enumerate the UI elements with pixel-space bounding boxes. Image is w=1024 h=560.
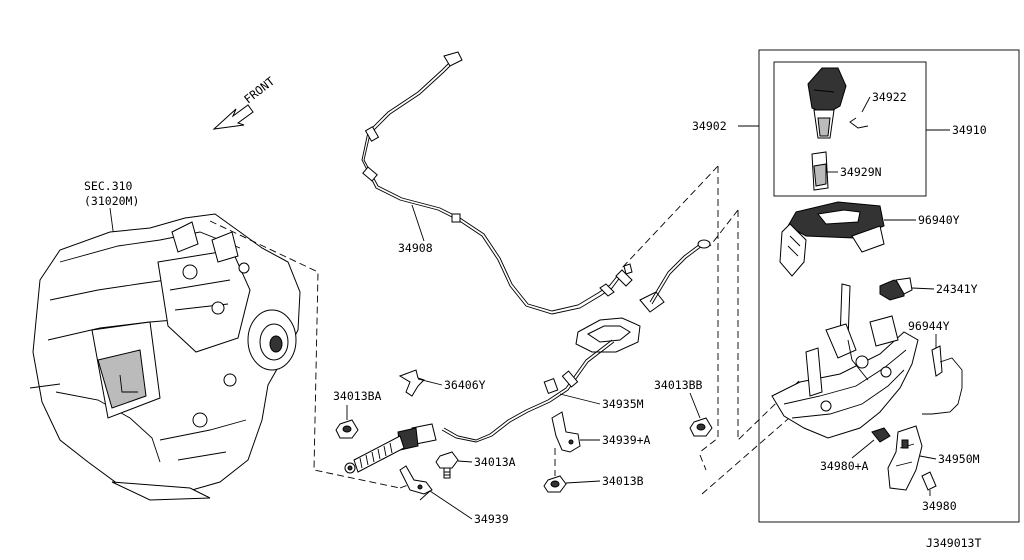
label-34980: 34980	[922, 499, 957, 513]
label-96944Y: 96944Y	[908, 319, 950, 333]
transmission-guide-dash	[209, 220, 401, 489]
shift-knob-drawing	[807, 67, 847, 139]
leader-34013B	[565, 480, 601, 484]
cable-guide-dash-3	[709, 209, 739, 247]
leader-24341Y	[911, 287, 935, 290]
cable-guide-dash-6	[699, 454, 707, 471]
clip-34922-drawing	[849, 117, 869, 129]
label-34013BB: 34013BB	[654, 378, 703, 392]
front-arrow-icon: FRONT	[212, 74, 277, 130]
control-cable-lower-drawing	[344, 239, 711, 474]
label-34980A: 34980+A	[820, 459, 869, 473]
leader-34980A	[851, 439, 875, 459]
leader-34922	[861, 96, 871, 113]
label-34922: 34922	[872, 90, 907, 104]
leader-34935M	[559, 393, 601, 405]
section-ref-line2: (31020M)	[84, 194, 139, 208]
guide-dash-end	[399, 484, 409, 489]
label-34013A: 34013A	[474, 455, 516, 469]
indicator-96940Y-drawing	[779, 201, 885, 277]
leader-34939-b	[419, 490, 431, 501]
switch-34980-drawing	[921, 471, 937, 491]
nut-34013BB-drawing	[689, 417, 713, 437]
clip-36406Y-drawing	[398, 369, 425, 397]
front-label: FRONT	[241, 74, 277, 106]
leader-34013BB	[689, 392, 701, 419]
leader-34013A	[457, 460, 473, 463]
diagram-id: J349013T	[926, 536, 981, 550]
label-96940Y: 96940Y	[918, 213, 960, 227]
label-34013BA: 34013BA	[333, 389, 382, 403]
leader-34939	[429, 490, 473, 520]
label-34902: 34902	[692, 119, 727, 133]
knob-subassembly-frame	[773, 61, 927, 197]
leader-34950M	[919, 455, 937, 460]
label-34939A: 34939+A	[602, 433, 651, 447]
leader-36406Y	[417, 378, 443, 386]
label-34908: 34908	[398, 241, 433, 255]
clip-34939-drawing	[399, 465, 433, 495]
switch-34980A-drawing	[871, 427, 891, 443]
cable-guide-dash-5	[701, 411, 797, 495]
label-36406Y: 36406Y	[444, 378, 486, 392]
cover-34929N-drawing	[811, 151, 829, 191]
shifter-assembly-frame	[758, 49, 1020, 523]
label-34935M: 34935M	[602, 397, 644, 411]
control-cable-upper-drawing	[361, 51, 633, 315]
shifter-base-drawing	[771, 283, 919, 439]
cable-guide-dash-2	[699, 166, 719, 453]
section-ref-line1: SEC.310	[84, 179, 133, 193]
leader-34908	[411, 204, 425, 242]
label-34950M: 34950M	[938, 452, 980, 466]
nut-34013B-drawing	[543, 475, 567, 493]
label-34929N: 34929N	[840, 165, 882, 179]
harness-96944Y-drawing	[922, 345, 963, 415]
label-34013B: 34013B	[602, 474, 644, 488]
bracket-34939A-drawing	[551, 411, 581, 453]
nut-34013BA-drawing	[335, 419, 359, 439]
transmission-assembly-drawing	[29, 213, 301, 501]
cable-guide-dash-1	[619, 165, 719, 271]
solenoid-34950M-drawing	[887, 425, 923, 491]
label-34939: 34939	[474, 512, 509, 526]
label-34910: 34910	[952, 123, 987, 137]
bolt-34013A-drawing	[435, 451, 459, 479]
connector-24341Y-drawing	[879, 277, 913, 301]
label-24341Y: 24341Y	[936, 282, 978, 296]
